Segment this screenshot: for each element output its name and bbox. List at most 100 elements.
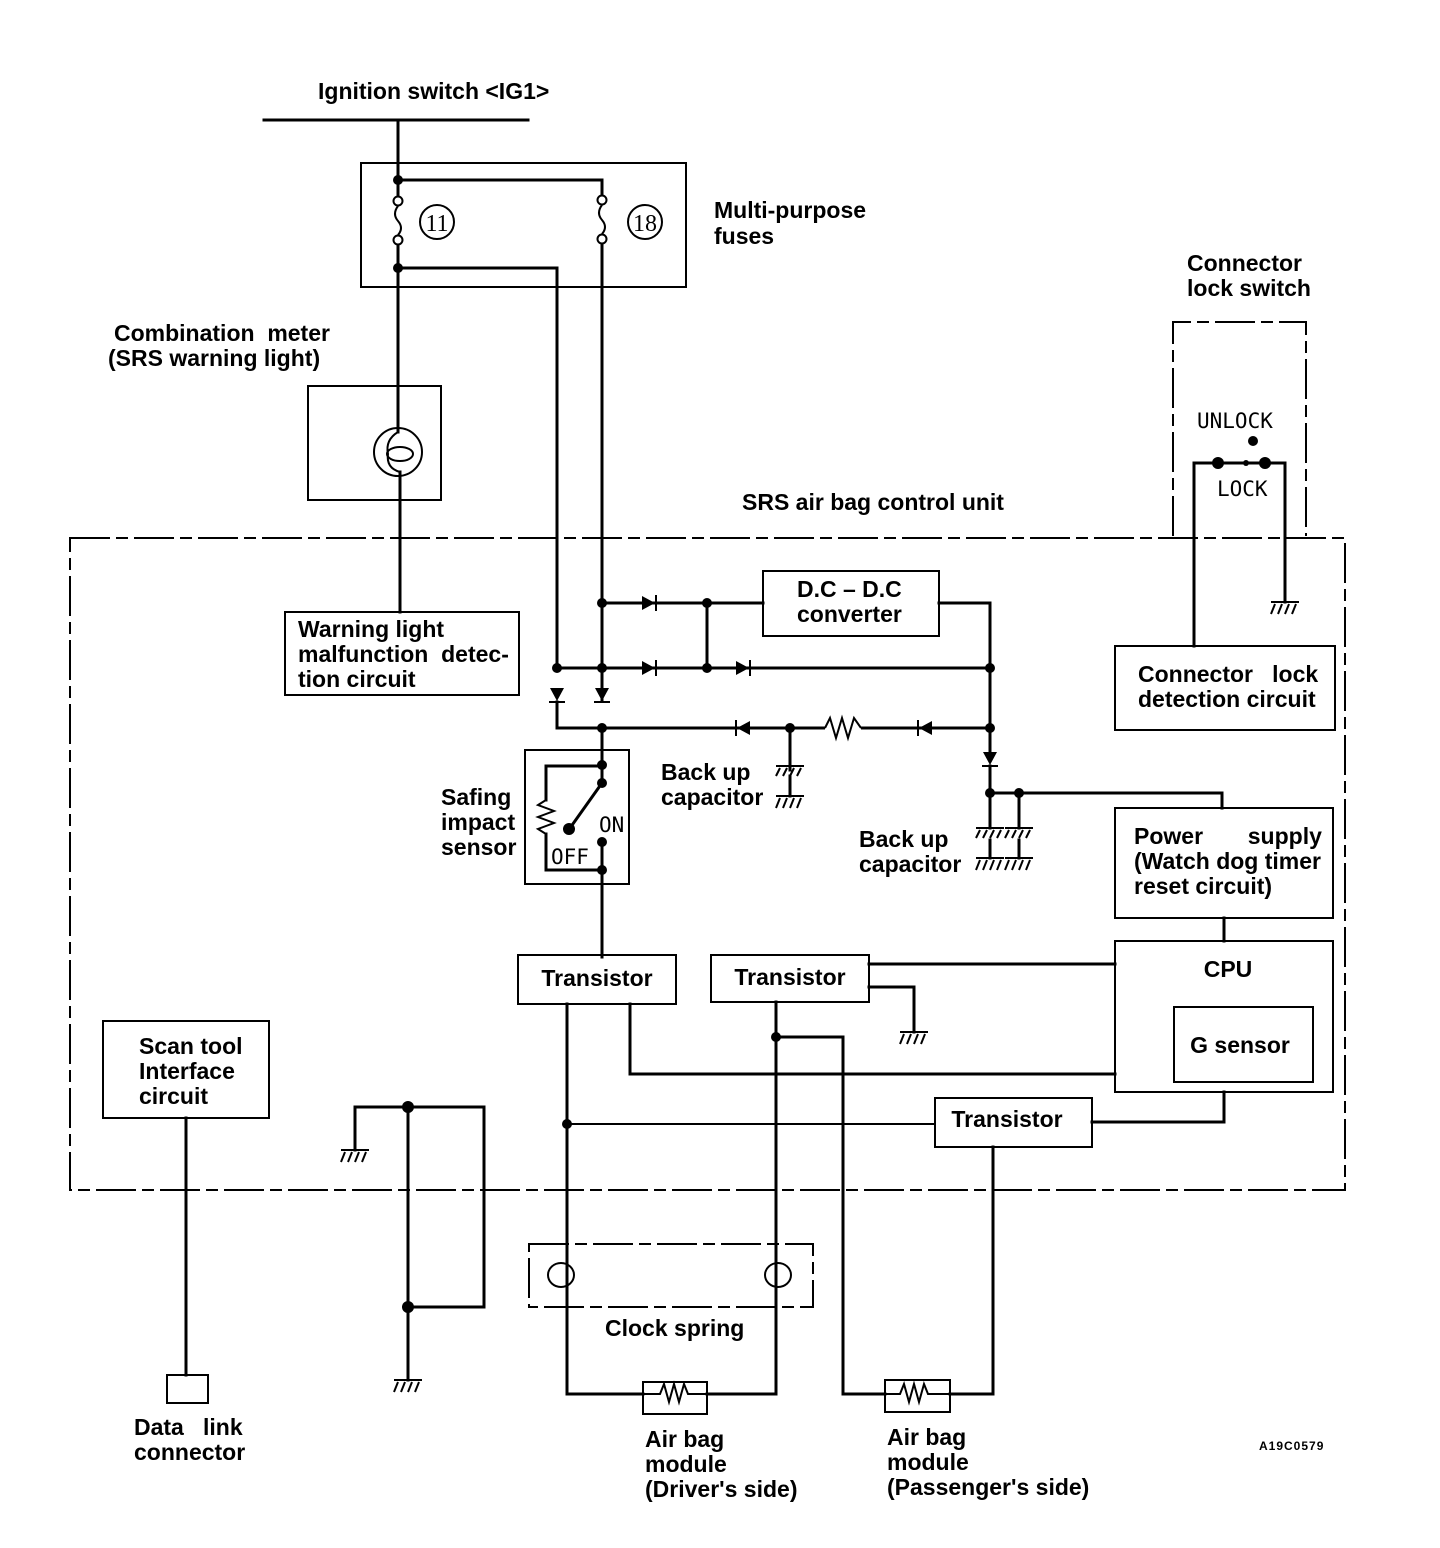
resistor-icon bbox=[535, 799, 557, 835]
transistor-1-label: Transistor bbox=[541, 965, 652, 991]
airbag-passenger-squib-icon bbox=[885, 1380, 950, 1406]
airbag-driver-label-2: module bbox=[645, 1451, 727, 1477]
airbag-driver-label-1: Air bag bbox=[645, 1426, 724, 1452]
data-link-connector-icon bbox=[166, 1374, 209, 1404]
wire bbox=[555, 700, 992, 730]
wire bbox=[544, 764, 604, 802]
safing-sensor-label-2: impact bbox=[441, 809, 515, 835]
ignition-switch-label: Ignition switch <IG1> bbox=[318, 78, 549, 104]
fuse-box bbox=[360, 162, 687, 288]
on-label: ON bbox=[599, 813, 624, 837]
junction bbox=[702, 663, 712, 673]
junction bbox=[985, 663, 995, 673]
transistor-3-label: Transistor bbox=[951, 1106, 1062, 1132]
diode-icon bbox=[735, 720, 750, 736]
diode-icon bbox=[917, 720, 932, 736]
backup-capacitor-1-label-1: Back up bbox=[661, 759, 750, 785]
junction bbox=[402, 1101, 414, 1113]
diode-icon bbox=[736, 660, 751, 676]
warning-light-circuit-label-3: tion circuit bbox=[298, 666, 416, 692]
ground-icon bbox=[1004, 857, 1034, 871]
safing-sensor-label-1: Safing bbox=[441, 784, 511, 810]
junction bbox=[597, 598, 607, 608]
wire bbox=[628, 1002, 1117, 1076]
scan-tool-label-1: Scan tool bbox=[139, 1033, 243, 1059]
scan-tool-label-2: Interface bbox=[139, 1058, 235, 1084]
transistor-1-box bbox=[517, 954, 677, 1005]
wire bbox=[774, 1035, 887, 1396]
wire bbox=[937, 601, 992, 757]
connector-lock-detection-box bbox=[1114, 645, 1336, 731]
fuse-box-label-2: fuses bbox=[714, 223, 774, 249]
clock-spring-coil-icon bbox=[764, 1262, 792, 1396]
safing-sensor-label-3: sensor bbox=[441, 834, 516, 860]
switch-arm bbox=[567, 780, 605, 831]
backup-capacitor-2-label-2: capacitor bbox=[859, 851, 961, 877]
combination-meter-label-2: (SRS warning light) bbox=[108, 345, 320, 371]
off-label: OFF bbox=[551, 845, 589, 869]
clock-spring-coil-icon bbox=[547, 1262, 575, 1396]
connector-lock-switch-boundary bbox=[1172, 321, 1307, 536]
lock-label: LOCK bbox=[1217, 477, 1268, 501]
airbag-passenger-label-3: (Passenger's side) bbox=[887, 1474, 1089, 1500]
power-supply-label-3: reset circuit) bbox=[1134, 873, 1272, 899]
wire bbox=[396, 266, 559, 670]
g-sensor-box bbox=[1173, 1006, 1314, 1083]
wire bbox=[948, 1145, 995, 1396]
junction bbox=[985, 723, 995, 733]
junction bbox=[552, 663, 562, 673]
junction bbox=[402, 1301, 414, 1313]
power-supply-label-1: Power supply bbox=[1134, 823, 1322, 849]
diode-icon bbox=[594, 688, 610, 703]
safing-sensor-box bbox=[524, 749, 630, 885]
transistor-2-box bbox=[710, 954, 870, 1003]
dcdc-converter-label-1: D.C – D.C bbox=[797, 576, 902, 602]
g-sensor-label: G sensor bbox=[1190, 1032, 1290, 1058]
ground-icon bbox=[775, 795, 805, 809]
fuse-18: 18 bbox=[596, 194, 663, 245]
ground-icon bbox=[975, 857, 1005, 871]
power-supply-label-2: (Watch dog timer bbox=[1134, 848, 1321, 874]
wire bbox=[867, 985, 916, 1034]
switch-contact bbox=[563, 823, 575, 835]
connector-lock-switch-label-2: lock switch bbox=[1187, 275, 1311, 301]
wire bbox=[988, 791, 1224, 810]
transistor-2-label: Transistor bbox=[734, 964, 845, 990]
wire bbox=[353, 1105, 486, 1309]
fuse-11: 11 bbox=[392, 178, 455, 270]
data-link-connector-label-1: Data link bbox=[134, 1414, 243, 1440]
airbag-passenger-label-1: Air bag bbox=[887, 1424, 966, 1450]
wire bbox=[396, 178, 604, 197]
warning-light-circuit-label-1: Warning light bbox=[298, 616, 444, 642]
warning-lamp-icon bbox=[373, 427, 423, 477]
wire bbox=[544, 832, 604, 872]
resistor-icon bbox=[824, 714, 862, 742]
fuse-box-label-1: Multi-purpose bbox=[714, 197, 866, 223]
data-link-connector-label-2: connector bbox=[134, 1439, 245, 1465]
switch-contact bbox=[1243, 460, 1249, 466]
diode-icon bbox=[642, 660, 657, 676]
fuse-11-number: 11 bbox=[425, 211, 448, 237]
fuse-18-number: 18 bbox=[633, 211, 657, 237]
ground-icon bbox=[899, 1031, 929, 1045]
switch-contact bbox=[1248, 436, 1258, 446]
control-unit-label: SRS air bag control unit bbox=[742, 489, 1004, 515]
clock-spring-box bbox=[528, 1243, 814, 1308]
ground-icon bbox=[1270, 601, 1300, 615]
junction bbox=[597, 663, 607, 673]
airbag-driver-box bbox=[642, 1381, 708, 1415]
cpu-label: CPU bbox=[1204, 956, 1253, 982]
wire bbox=[1192, 461, 1287, 648]
dcdc-converter-label-2: converter bbox=[797, 601, 902, 627]
figure-code: A19C0579 bbox=[1259, 1439, 1324, 1453]
airbag-passenger-box bbox=[884, 1379, 951, 1413]
diode-icon bbox=[549, 688, 565, 703]
combination-meter-label-1: Combination meter bbox=[114, 320, 330, 346]
diode-icon bbox=[982, 752, 998, 767]
unlock-label: UNLOCK bbox=[1197, 409, 1273, 433]
connector-lock-detection-label-1: Connector lock bbox=[1138, 661, 1318, 687]
diode-icon bbox=[642, 595, 657, 611]
scan-tool-label-3: circuit bbox=[139, 1083, 208, 1109]
connector-lock-detection-label-2: detection circuit bbox=[1138, 686, 1316, 712]
